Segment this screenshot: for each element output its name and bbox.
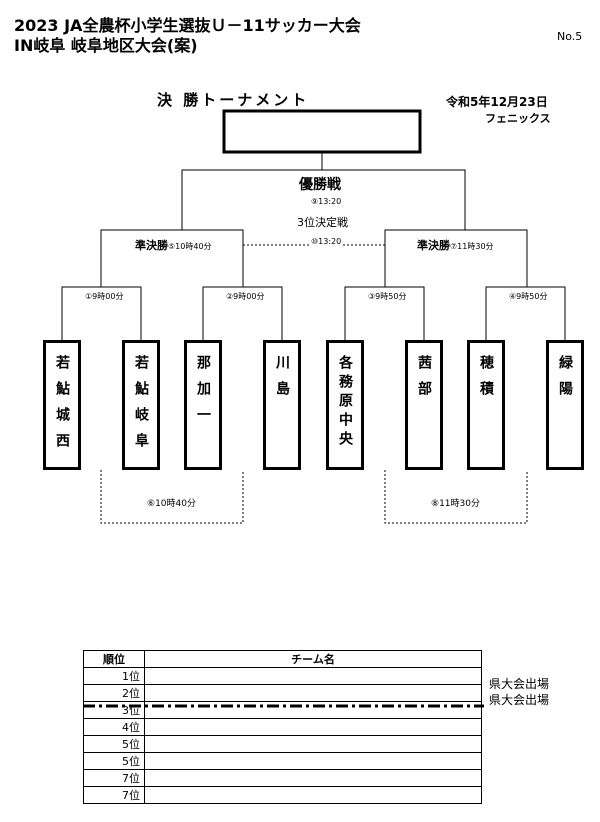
team-box: 緑陽: [546, 340, 584, 470]
team-box: 川島: [263, 340, 301, 470]
team-box: 茜部: [405, 340, 443, 470]
team-name: 緑陽: [557, 355, 573, 407]
semi-right-label: 準決勝: [417, 239, 450, 252]
table-row: 4位: [83, 718, 482, 736]
team-box: 各務原中央: [326, 340, 364, 470]
page-number: No.5: [557, 30, 583, 43]
ranking-table: 順位 チーム名 1位 2位 3位 4位 5位 5位 7位 7位: [83, 650, 482, 804]
team-name: 各務原中央: [337, 355, 353, 450]
qf-time-1: ①9時00分: [85, 292, 124, 301]
tournament-heading: 決 勝トーナメント: [157, 91, 310, 109]
table-row: 7位: [83, 786, 482, 804]
qf-time-2: ②9時00分: [226, 292, 265, 301]
team-name: 穂積: [478, 355, 494, 407]
page-title: 2023 JA全農杯小学生選抜Ｕ－11サッカー大会: [14, 16, 361, 35]
semi-right: 準決勝⑦11時30分: [417, 234, 494, 253]
team-name: 若鮎岐阜: [133, 355, 149, 459]
consolation-left-time: ⑥10時40分: [147, 499, 196, 509]
third-place-time: ⑩13:20: [311, 237, 342, 246]
team-name: 茜部: [416, 355, 432, 407]
qf-time-3: ③9時50分: [368, 292, 407, 301]
qf-time-4: ④9時50分: [509, 292, 548, 301]
team-box: 若鮎岐阜: [122, 340, 160, 470]
match-venue: フェニックス: [485, 112, 551, 125]
semi-right-time: ⑦11時30分: [450, 242, 494, 251]
qualification-note-1: 県大会出場: [489, 677, 550, 691]
match-date: 令和5年12月23日: [446, 95, 548, 109]
qualification-note-2: 県大会出場: [489, 693, 550, 707]
team-box: 那加一: [184, 340, 222, 470]
team-cell[interactable]: [144, 786, 482, 804]
semi-left-time: ⑤10時40分: [168, 242, 212, 251]
consolation-right-time: ⑧11時30分: [431, 499, 480, 509]
rank-cell: 5位: [83, 752, 145, 770]
semi-left: 準決勝⑤10時40分: [135, 234, 212, 253]
final-label: 優勝戦: [297, 174, 343, 194]
rank-cell: 7位: [83, 786, 145, 804]
team-box: 若鮎城西: [43, 340, 81, 470]
final-time: ⑨13:20: [311, 197, 342, 206]
team-name: 那加一: [195, 355, 211, 433]
table-row: 2位: [83, 684, 482, 702]
rank-cell: 2位: [83, 684, 145, 702]
team-box: 穂積: [467, 340, 505, 470]
page-subtitle: IN岐阜 岐阜地区大会(案): [14, 36, 198, 55]
semi-left-label: 準決勝: [135, 239, 168, 252]
team-name: 川島: [274, 355, 290, 407]
third-place-label: 3位決定戦: [297, 216, 348, 229]
rank-cell: 4位: [83, 718, 145, 736]
team-name: 若鮎城西: [54, 355, 70, 459]
